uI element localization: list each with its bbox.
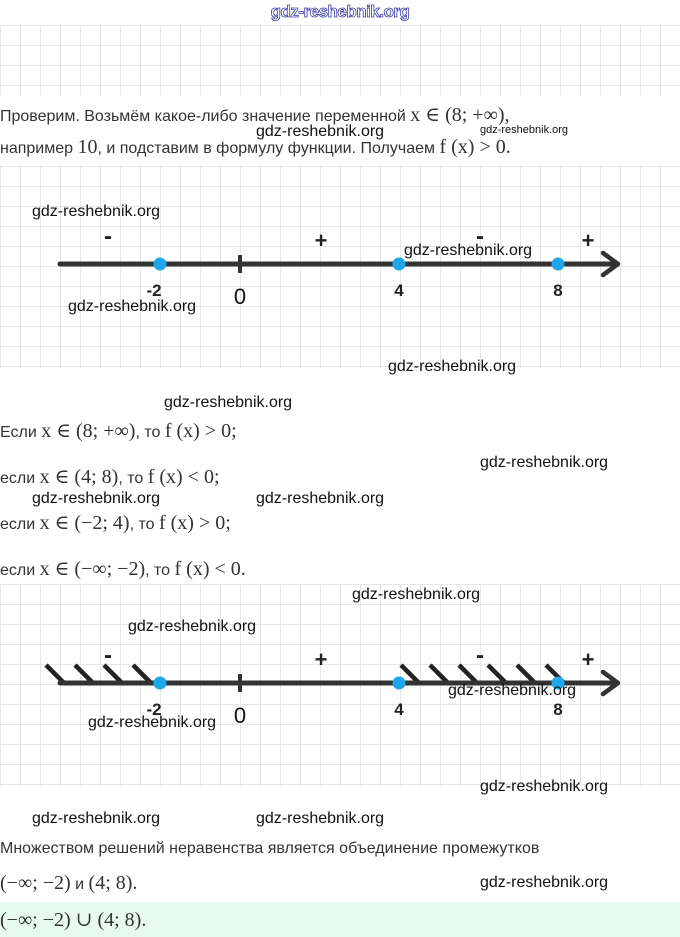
point-marker	[153, 257, 167, 271]
sign-label: +	[315, 647, 328, 672]
watermark: gdz-reshebnik.org	[480, 124, 569, 136]
point-marker	[551, 257, 565, 271]
case-1-cond: x ∈ (8; +∞)	[41, 420, 136, 442]
watermark: gdz-reshebnik.org	[480, 874, 609, 891]
point-label: -2	[146, 700, 161, 719]
hatch-stroke	[399, 663, 421, 685]
case-3-result: f (x) > 0;	[158, 512, 231, 534]
answer-math: (−∞; −2) ∪ (4; 8).	[0, 909, 147, 931]
tick-label: 0	[234, 284, 246, 309]
case-2-cond: x ∈ (4; 8)	[39, 466, 119, 488]
sign-label: +	[315, 228, 328, 253]
watermark: gdz-reshebnik.org	[480, 778, 609, 795]
axis-arrow-icon	[600, 669, 621, 697]
watermark: gdz-reshebnik.org	[32, 203, 161, 220]
check-line-1-text: Проверим. Возьмём какое-либо значение пе…	[0, 108, 411, 125]
point-label: 4	[394, 281, 404, 300]
site-logo[interactable]: gdz-reshebnik.org	[270, 2, 410, 22]
grid-strip-top	[0, 25, 680, 95]
sign-label: +	[582, 647, 595, 672]
conclusion-intervals: (−∞; −2) и (4; 8).	[0, 872, 137, 895]
case-2: если x ∈ (4; 8), то f (x) < 0;	[0, 464, 220, 489]
sign-label: -	[104, 642, 112, 669]
case-2-prefix: если	[0, 470, 40, 487]
conclusion-interval-b: (4; 8).	[88, 872, 138, 894]
point-marker	[551, 676, 565, 690]
sign-label: +	[582, 228, 595, 253]
axis-arrow-icon	[600, 250, 621, 278]
watermark: gdz-reshebnik.org	[256, 123, 385, 140]
case-2-mid: , то	[118, 470, 148, 487]
point-marker	[153, 676, 167, 690]
sign-label: -	[476, 642, 484, 669]
sign-label: -	[476, 223, 484, 250]
number-line-1-panel: 0 -2 4 8 - + - +	[0, 166, 680, 368]
hatch-stroke	[486, 663, 508, 685]
tick-label: 0	[234, 703, 246, 728]
conclusion-text: Множеством решений неравенства является …	[0, 840, 540, 857]
point-marker	[392, 676, 406, 690]
case-4: если x ∈ (−∞; −2), то f (x) < 0.	[0, 556, 246, 581]
case-4-result: f (x) < 0.	[174, 558, 246, 580]
check-line-2: например 10, и подставим в формулу функц…	[0, 136, 511, 159]
watermark: gdz-reshebnik.org	[88, 714, 217, 731]
check-line-2-math: f (x) > 0.	[439, 136, 511, 158]
watermark: gdz-reshebnik.org	[480, 454, 609, 471]
conclusion-interval-a: (−∞; −2)	[0, 872, 71, 894]
hatch-stroke	[73, 663, 95, 685]
sign-label: -	[104, 223, 112, 250]
point-label: 8	[553, 700, 562, 719]
hatch-stroke	[515, 663, 537, 685]
case-3-cond: x ∈ (−2; 4)	[39, 512, 130, 534]
watermark: gdz-reshebnik.org	[404, 242, 533, 259]
check-line-1-math: x ∈ (8; +∞),	[410, 104, 510, 126]
check-line-2-number: 10	[77, 136, 98, 158]
point-marker	[392, 257, 406, 271]
case-3-mid: , то	[129, 516, 159, 533]
answer-box: (−∞; −2) ∪ (4; 8).	[0, 902, 680, 937]
number-line-2-panel: 0 -2 4 8 - + - +	[0, 584, 680, 786]
case-2-result: f (x) < 0;	[147, 466, 220, 488]
hatch-stroke	[131, 663, 153, 685]
watermark: gdz-reshebnik.org	[352, 586, 481, 603]
point-label: 8	[553, 281, 562, 300]
case-1-prefix: Если	[0, 424, 42, 441]
check-line-2-text-a: например	[0, 140, 78, 157]
hatch-stroke	[102, 663, 124, 685]
case-4-mid: , то	[145, 562, 175, 579]
case-4-prefix: если	[0, 562, 40, 579]
watermark: gdz-reshebnik.org	[32, 490, 161, 507]
point-label: -2	[146, 281, 161, 300]
hatch-stroke	[44, 663, 66, 685]
number-line-2: 0 -2 4 8 - + - +	[44, 642, 621, 728]
check-line-1: Проверим. Возьмём какое-либо значение пе…	[0, 102, 509, 127]
case-4-cond: x ∈ (−∞; −2)	[39, 558, 146, 580]
watermark: gdz-reshebnik.org	[388, 358, 517, 375]
case-3-prefix: если	[0, 516, 40, 533]
watermark: gdz-reshebnik.org	[128, 618, 257, 635]
case-1: Если x ∈ (8; +∞), то f (x) > 0;	[0, 418, 237, 443]
conclusion-joiner: и	[70, 876, 89, 893]
watermark: gdz-reshebnik.org	[448, 682, 577, 699]
watermark: gdz-reshebnik.org	[256, 810, 385, 827]
watermark: gdz-reshebnik.org	[68, 298, 197, 315]
watermark: gdz-reshebnik.org	[256, 490, 385, 507]
case-3: если x ∈ (−2; 4), то f (x) > 0;	[0, 510, 231, 535]
hatch-stroke	[457, 663, 479, 685]
check-line-2-text-b: , и подставим в формулу функции. Получае…	[97, 140, 440, 157]
case-1-result: f (x) > 0;	[164, 420, 237, 442]
watermark: gdz-reshebnik.org	[32, 810, 161, 827]
point-label: 4	[394, 700, 404, 719]
watermark: gdz-reshebnik.org	[164, 394, 293, 411]
case-1-mid: , то	[135, 424, 165, 441]
hatch-stroke	[428, 663, 450, 685]
number-line-1: 0 -2 4 8 - + - +	[57, 223, 621, 309]
